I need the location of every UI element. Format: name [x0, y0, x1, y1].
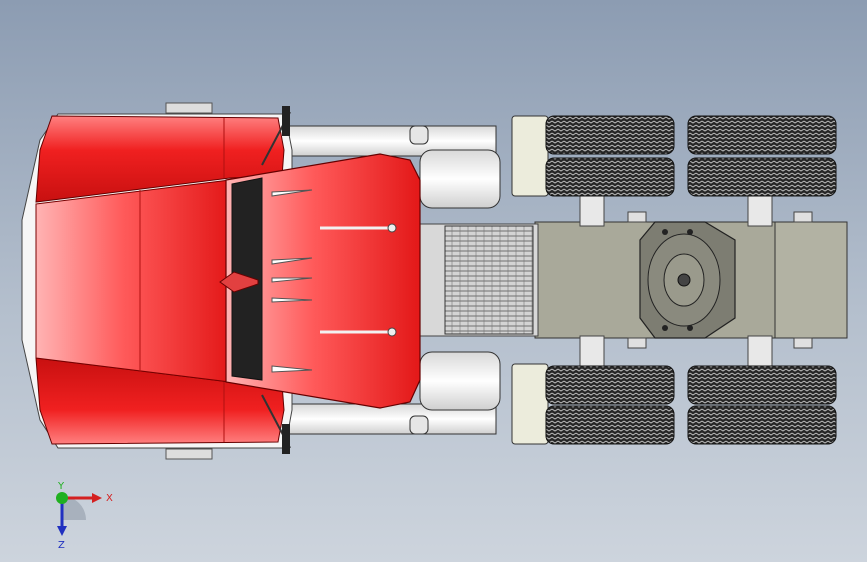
x-axis-label: X: [106, 493, 113, 504]
rear-tires: [511, 115, 837, 445]
side-mirrors: [261, 106, 291, 454]
fifth-wheel-plate: [639, 221, 736, 339]
fuel-tanks: [287, 125, 501, 435]
x-axis-arrow: [92, 493, 102, 503]
chassis-frame: [419, 221, 848, 339]
truck-hood: [219, 153, 421, 409]
z-axis-label: Z: [58, 540, 65, 550]
roof-horns: [165, 102, 213, 460]
z-axis-arrow: [57, 526, 67, 536]
y-axis-label: Y: [57, 481, 65, 492]
y-axis-dot: [56, 492, 68, 504]
axis-triad: X Y Z: [56, 481, 113, 550]
truck-cab: [21, 113, 293, 449]
